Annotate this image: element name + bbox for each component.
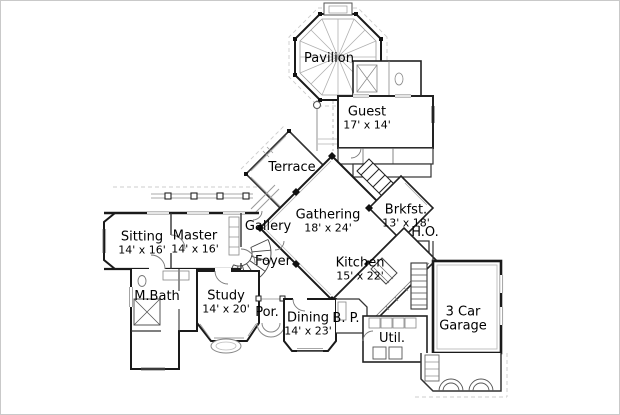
butlers-pantry <box>336 298 368 334</box>
guest-suite <box>337 60 435 178</box>
garage-structure <box>420 241 504 392</box>
porch-columns <box>164 192 250 200</box>
dining-room <box>283 296 337 352</box>
garage-porte <box>420 353 502 392</box>
pavilion-roof-rays <box>299 18 377 96</box>
left-wing <box>102 192 259 272</box>
porch-steps <box>255 295 286 338</box>
tub <box>133 298 161 326</box>
master-bath-wing <box>128 269 198 371</box>
back-stair <box>410 262 428 310</box>
dryer <box>388 346 403 360</box>
utility-room <box>362 315 428 363</box>
study-stoop <box>210 338 242 354</box>
roof-overhang-dashes <box>113 7 508 398</box>
vanity <box>162 270 190 281</box>
gallery-doors <box>252 210 285 251</box>
washer <box>372 346 387 360</box>
master-closet <box>228 216 240 256</box>
toilet <box>137 275 147 287</box>
garage-stoop <box>424 354 440 382</box>
kitchen-island <box>370 257 398 285</box>
study-room <box>196 268 260 354</box>
